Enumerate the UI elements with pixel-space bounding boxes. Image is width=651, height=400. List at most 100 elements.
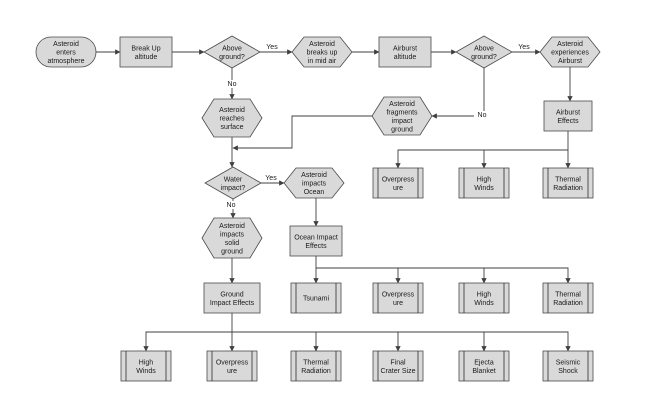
node-oc-overpress-label-line: ure — [393, 300, 403, 307]
node-breakup-alt-shape — [119, 36, 173, 68]
node-impacts-solid-label-line: impacts — [220, 231, 245, 238]
node-oc-winds-shape — [458, 282, 510, 314]
node-ground-eff-label-line: Ground — [220, 291, 243, 298]
node-gr-overpress-label-line: ure — [227, 368, 237, 375]
node-gr-overpress-label-line: Overpress — [216, 359, 249, 366]
node-above2-label-line: ground? — [471, 54, 497, 61]
node-water-shape — [204, 166, 262, 200]
connector-groundeff-to-grcrater — [316, 331, 401, 352]
connector-groundeff-to-grejecta — [398, 331, 487, 352]
node-fragments-label-line: impact — [392, 118, 413, 125]
connector-groundeff-to-grseismic — [484, 331, 571, 352]
node-airburst-alt-label-line: Airburst — [393, 45, 417, 52]
connector-fragments-to-water — [232, 115, 372, 151]
node-oc-thermal-shape — [542, 282, 594, 314]
node-ocean-eff-shape — [289, 225, 343, 257]
node-breaks-mid-shape — [291, 36, 353, 68]
node-gr-thermal-label-line: Radiation — [301, 368, 331, 375]
node-water-label-line: Water — [224, 176, 243, 183]
node-ab-overpress-label: Overpress ure — [382, 176, 415, 192]
edge-label-bg — [516, 43, 532, 51]
node-ground-eff-label-line: Impact Effects — [210, 300, 255, 307]
node-gr-ejecta-shape — [458, 350, 510, 382]
node-ab-winds-shape — [458, 167, 510, 199]
node-gr-ejecta-label-line: Blanket — [472, 368, 495, 375]
node-reaches-label-line: surface — [221, 124, 244, 131]
node-breaks-mid-label-line: breaks up — [307, 50, 338, 57]
node-impacts-ocean-label-line: Ocean — [304, 189, 325, 196]
node-ab-thermal-shape — [542, 167, 594, 199]
node-experiences-shape — [539, 36, 601, 68]
edge-label-bg — [264, 43, 280, 51]
node-gr-thermal-shape — [290, 350, 342, 382]
node-oc-tsunami-shape — [290, 282, 342, 314]
node-above1-label-line: Above — [222, 45, 242, 52]
node-impacts-solid-label-line: Asteroid — [219, 223, 245, 230]
edge-label-bg — [263, 174, 279, 182]
connector-oceaneff-to-ocwinds — [398, 267, 487, 284]
node-ground-eff-shape — [203, 282, 261, 314]
node-water-label-line: impact? — [221, 185, 246, 192]
node-oc-overpress-label-line: Overpress — [382, 291, 415, 298]
node-gr-seismic-label-line: Seismic — [556, 359, 581, 366]
node-oc-winds-label-line: High — [477, 291, 492, 298]
node-enters-label-line: Asteroid — [53, 41, 79, 48]
node-reaches-label-line: reaches — [220, 116, 245, 123]
node-above1-shape — [203, 35, 261, 69]
connectors — [96, 49, 573, 352]
node-impacts-ocean-label-line: impacts — [302, 181, 327, 188]
node-enters-label-line: atmosphere — [48, 58, 85, 65]
node-above2-shape — [455, 35, 513, 69]
node-ab-thermal-label-line: Radiation — [553, 185, 583, 192]
connector-groundeff-to-grthermal — [232, 331, 319, 352]
node-ocean-eff-label-line: Ocean Impact — [294, 234, 338, 241]
node-oc-thermal-label-line: Thermal — [555, 291, 581, 298]
edge-label-no-above1: No — [228, 81, 237, 88]
node-enters-shape — [35, 36, 97, 68]
node-oc-thermal-label-line: Radiation — [553, 300, 583, 307]
node-gr-winds-label-line: Winds — [136, 368, 156, 375]
node-above2-label-line: Above — [474, 45, 494, 52]
node-airburst-alt-shape — [378, 36, 432, 68]
node-gr-overpress-shape — [206, 350, 258, 382]
node-gr-crater-label-line: Crater Size — [380, 368, 415, 375]
node-airburst-eff-label-line: Airburst — [556, 109, 580, 116]
node-gr-thermal-label-line: Thermal — [303, 359, 329, 366]
node-ocean-eff-label-line: Effects — [305, 243, 327, 250]
node-ab-overpress-label-line: ure — [393, 185, 403, 192]
node-breaks-mid-label-line: in mid air — [308, 58, 337, 65]
node-impacts-solid-label-line: ground — [221, 248, 243, 255]
node-impacts-solid-shape — [201, 217, 263, 259]
edge-label-no-water: No — [227, 202, 236, 209]
connector-above2-to-fragments — [431, 68, 485, 119]
node-ab-overpress-label-line: Overpress — [382, 176, 415, 183]
node-enters-label-line: enters — [56, 50, 76, 57]
node-oc-tsunami-label: Tsunami — [303, 296, 330, 303]
node-above2-label: Above ground? — [471, 45, 497, 61]
node-experiences-label-line: Airburst — [558, 58, 582, 65]
edge-label-bg — [224, 80, 240, 88]
node-gr-winds-shape — [120, 350, 172, 382]
node-breakup-alt-label-line: Break Up — [131, 45, 160, 52]
node-experiences-label-line: experiences — [551, 50, 589, 57]
connector-abeff-to-aboverpress — [395, 149, 484, 169]
connector-oceaneff-to-octhermal — [484, 267, 571, 284]
node-water-label: Water impact? — [221, 176, 246, 192]
